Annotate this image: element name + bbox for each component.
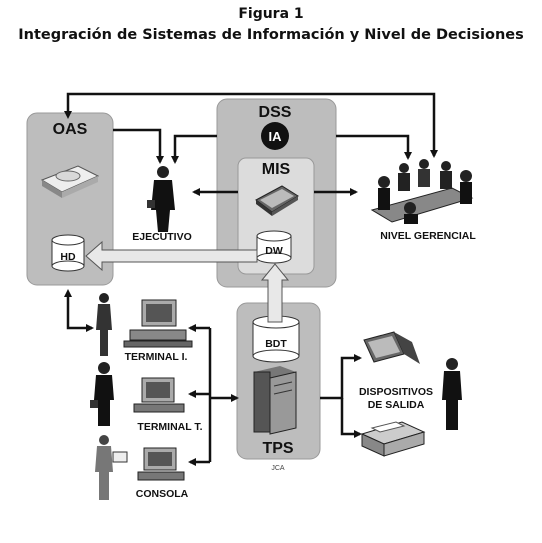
bdt-label: BDT <box>265 338 287 350</box>
terminal-i-label: TERMINAL I. <box>125 351 188 363</box>
dw-label: DW <box>265 245 283 257</box>
operator-figure <box>442 358 462 430</box>
dispositivos-label-line1: DISPOSITIVOS <box>359 386 433 398</box>
dispositivos-label-line2: DE SALIDA <box>368 399 425 411</box>
tps-label: TPS <box>262 440 293 457</box>
dss-label: DSS <box>259 104 292 121</box>
meeting-group-figure <box>370 159 474 224</box>
figure-title: Integración de Sistemas de Información y… <box>18 27 524 43</box>
bdt-to-dw-arrow <box>260 263 290 323</box>
ia-label: IA <box>269 129 283 144</box>
laptop-icon <box>255 185 299 216</box>
server-icon <box>253 366 297 435</box>
monitor-output-icon <box>363 331 420 364</box>
hd-cylinder: HD <box>51 234 85 272</box>
terminal-bus-arrows <box>188 324 362 466</box>
ejecutivo-figure <box>147 166 175 232</box>
cd-drive-icon <box>40 165 100 198</box>
ejecutivo-label: EJECUTIVO <box>132 231 192 243</box>
dw-cylinder: DW <box>256 230 292 264</box>
credit-label: JCA <box>271 465 285 472</box>
top-loop-arrows <box>64 92 438 332</box>
nivel-gerencial-label: NIVEL GERENCIAL <box>380 230 476 242</box>
consola-label: CONSOLA <box>136 488 189 500</box>
printer-icon <box>360 421 426 457</box>
oas-label: OAS <box>53 121 88 138</box>
terminal-t-label: TERMINAL T. <box>137 421 202 433</box>
figure-label: Figura 1 <box>238 6 304 22</box>
bdt-cylinder: BDT <box>252 315 300 363</box>
hd-label: HD <box>60 251 76 263</box>
terminal-t-figure <box>90 362 185 426</box>
consola-figure <box>95 435 185 500</box>
terminal-i-figure <box>96 293 193 356</box>
mis-label: MIS <box>262 161 291 178</box>
dw-to-hd-arrow <box>85 240 258 272</box>
